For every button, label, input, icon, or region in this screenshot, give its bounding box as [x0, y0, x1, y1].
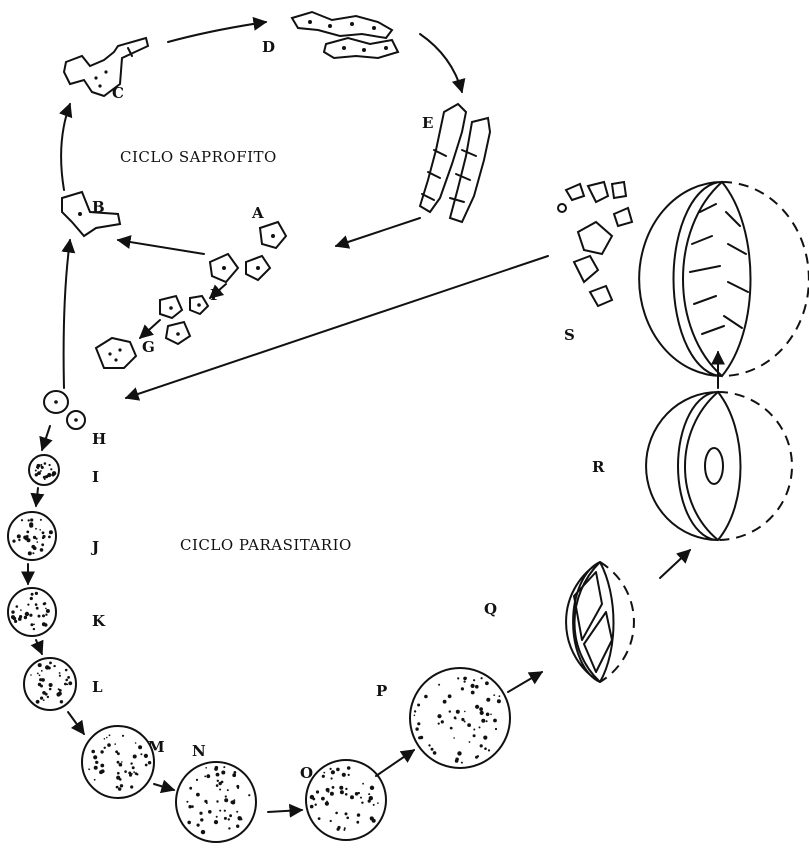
stage-q-drawing: [566, 562, 634, 682]
stage-c-drawing: [64, 38, 148, 96]
stage-s-drawing: [574, 182, 809, 376]
stage-h-drawing: [44, 391, 85, 429]
stage-label-h: H: [92, 430, 106, 448]
stage-b-drawing: [62, 192, 120, 236]
stage-o-spherule: [306, 760, 386, 840]
released-endospores: [558, 182, 626, 212]
arrow-c-to-d: [168, 22, 266, 42]
stage-f-drawing: [160, 296, 208, 344]
stage-label-j: J: [90, 538, 99, 556]
arrow-q-to-r: [660, 550, 690, 578]
stage-label-n: N: [192, 742, 206, 760]
arrow-m-to-n: [154, 784, 174, 790]
stage-label-s: S: [564, 326, 575, 344]
arrow-s-to-h: [126, 256, 548, 398]
arrow-o-to-p: [376, 750, 414, 776]
stage-label-q: Q: [484, 600, 497, 618]
stage-label-i: I: [92, 468, 99, 486]
stage-r-drawing: [646, 392, 792, 540]
stage-label-a: A: [251, 204, 264, 222]
stage-a-drawing: [210, 222, 286, 282]
stage-label-l: L: [92, 678, 103, 696]
arrow-p-to-q: [508, 672, 542, 692]
spherule-group: [8, 455, 510, 842]
stage-d-drawing: [292, 12, 398, 58]
arrow-h-to-i: [42, 426, 50, 450]
cycle-arrows: [28, 22, 718, 812]
stage-label-g: G: [142, 338, 155, 356]
arrow-k-to-l: [36, 640, 42, 654]
arrow-e-to-a: [336, 218, 420, 246]
arrow-a-to-b: [118, 240, 204, 254]
stage-label-p: P: [376, 682, 387, 700]
arrow-f-to-g: [140, 320, 160, 338]
arrow-n-to-o: [268, 810, 302, 812]
stage-label-d: D: [262, 38, 275, 56]
arrow-i-to-j: [36, 488, 38, 506]
arrow-l-to-m: [68, 712, 84, 734]
stage-i-spherule: [29, 455, 59, 485]
stage-label-r: R: [592, 458, 605, 476]
stage-label-e: E: [422, 114, 433, 132]
stage-label-k: K: [92, 612, 106, 630]
arrow-b-to-c: [61, 104, 70, 190]
stage-g-drawing: [96, 338, 136, 368]
arrow-d-to-e: [420, 34, 462, 92]
arrow-g-to-b: [64, 240, 70, 388]
saprophytic-cycle-title: CICLO SAPROFITO: [120, 148, 277, 166]
parasitic-cycle-title: CICLO PARASITARIO: [180, 536, 352, 554]
